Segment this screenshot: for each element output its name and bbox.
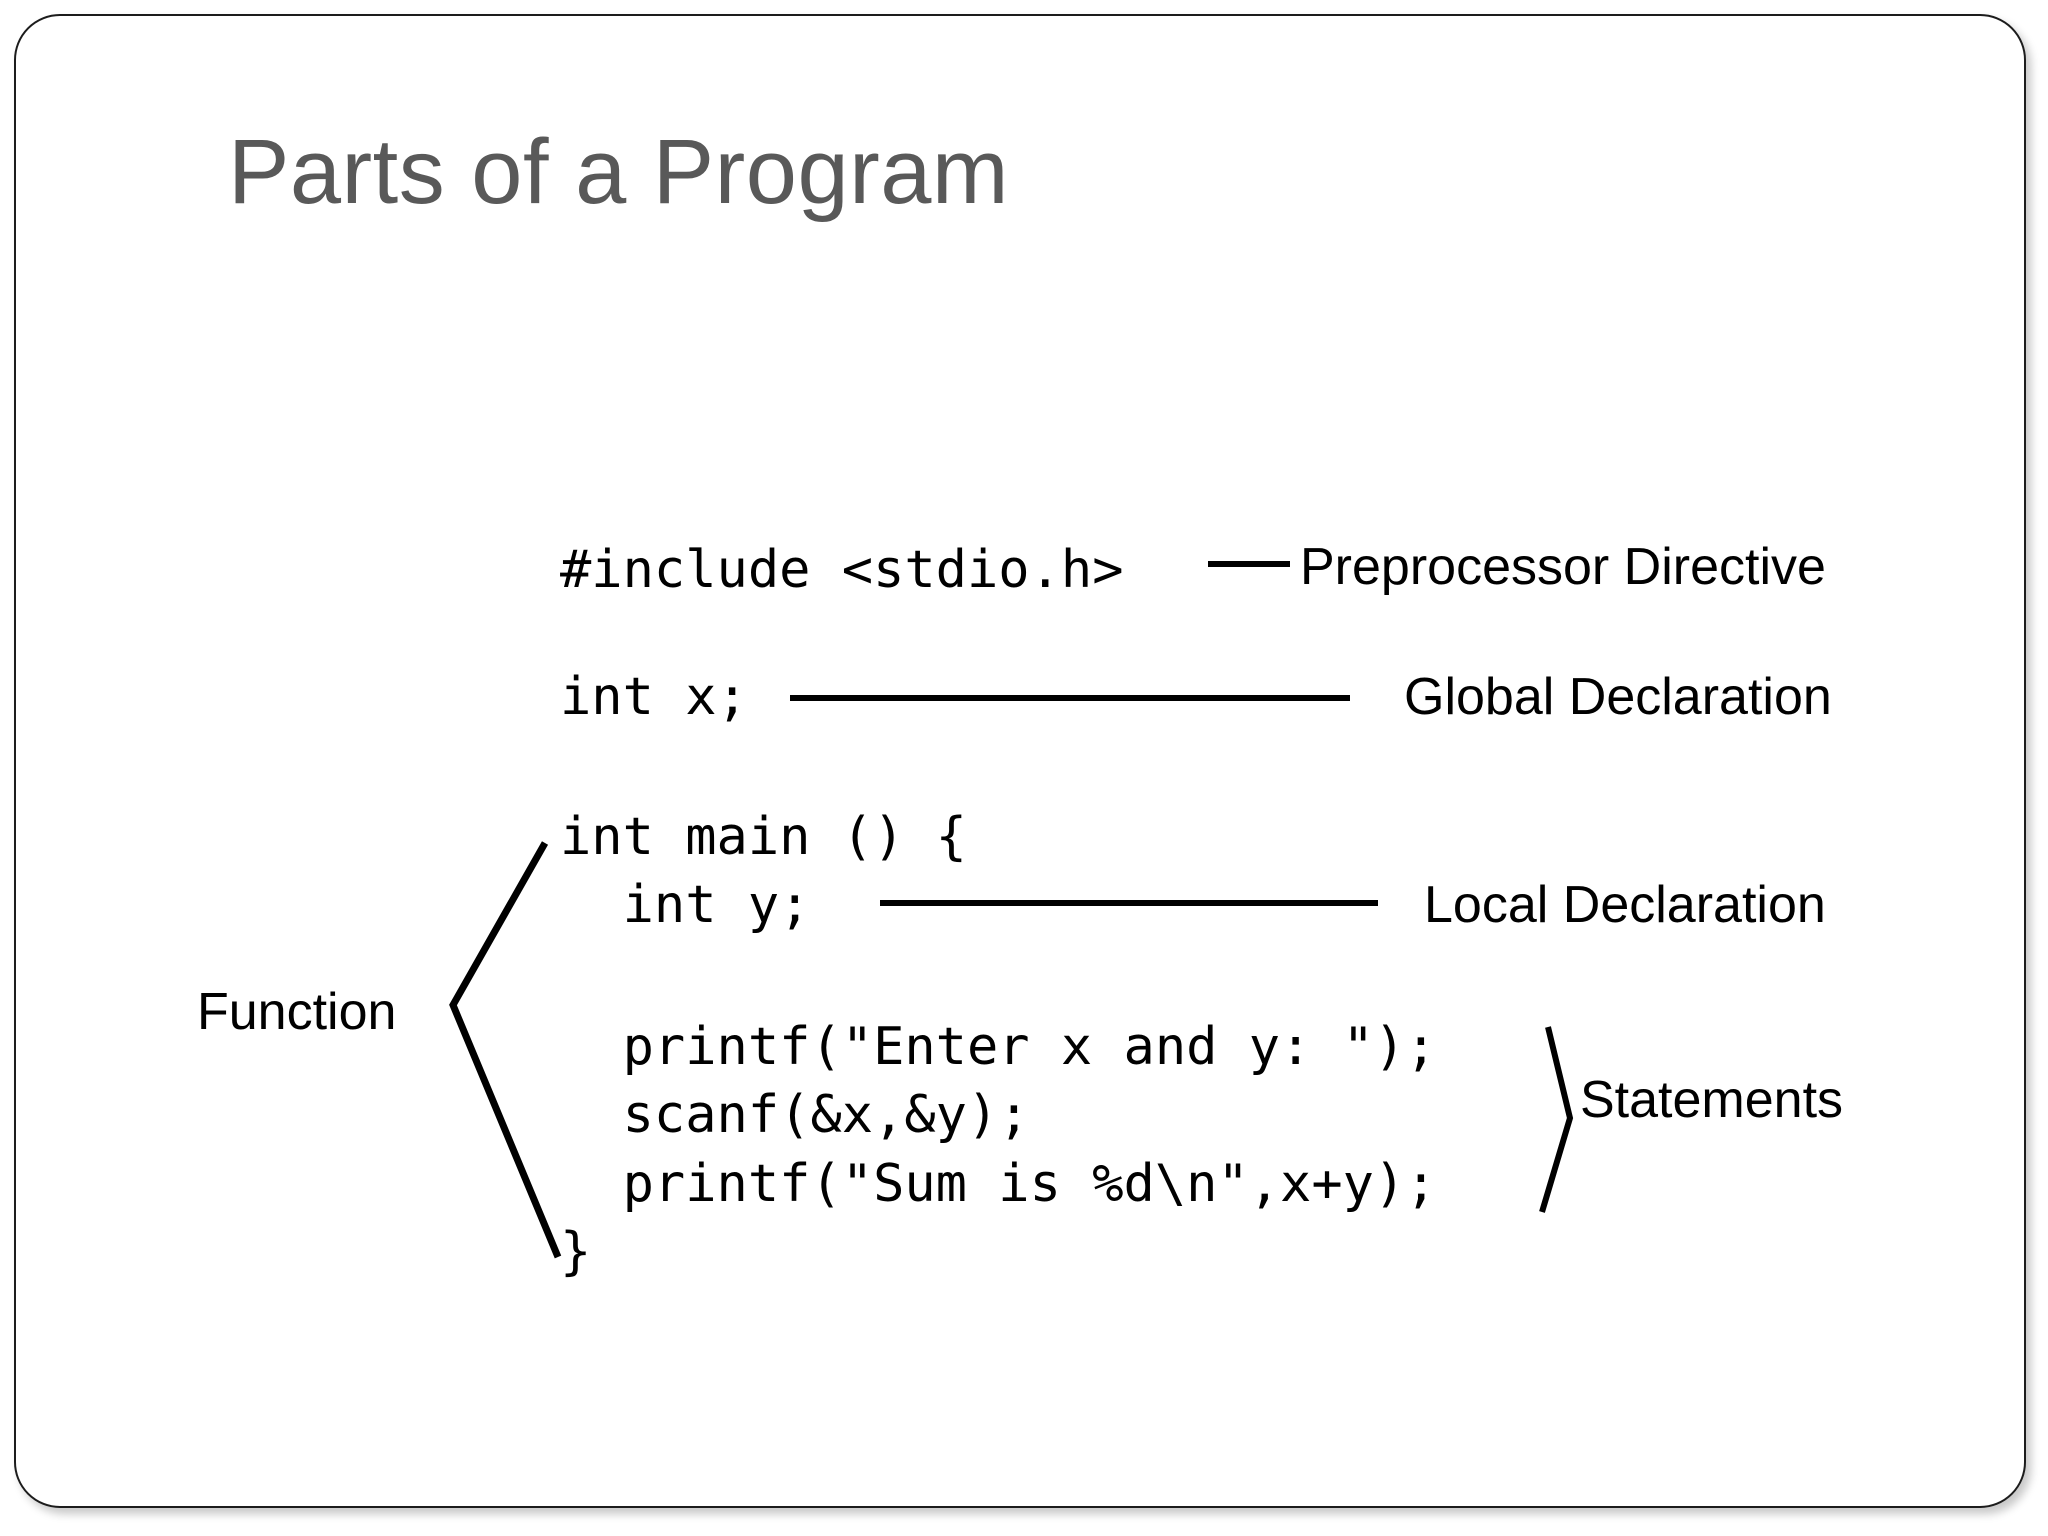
- annotation-global-declaration: Global Declaration: [1404, 668, 1832, 726]
- annotation-function: Function: [197, 983, 397, 1041]
- code-line-global-declaration: int x;: [560, 667, 748, 727]
- annotation-local-declaration: Local Declaration: [1424, 876, 1826, 934]
- code-line-main-open: int main () {: [560, 807, 967, 867]
- slide-frame-border: [14, 14, 2026, 1508]
- code-line-printf-sum: printf("Sum is %d\n",x+y);: [560, 1154, 1437, 1214]
- code-line-preprocessor: #include <stdio.h>: [560, 540, 1124, 600]
- code-line-scanf: scanf(&x,&y);: [560, 1085, 1030, 1145]
- code-line-printf-prompt: printf("Enter x and y: ");: [560, 1017, 1437, 1077]
- annotation-preprocessor-directive: Preprocessor Directive: [1300, 538, 1826, 596]
- page-title: Parts of a Program: [228, 121, 1010, 223]
- code-line-main-close: }: [560, 1222, 592, 1282]
- annotation-statements: Statements: [1580, 1071, 1844, 1129]
- code-line-local-declaration: int y;: [560, 875, 811, 935]
